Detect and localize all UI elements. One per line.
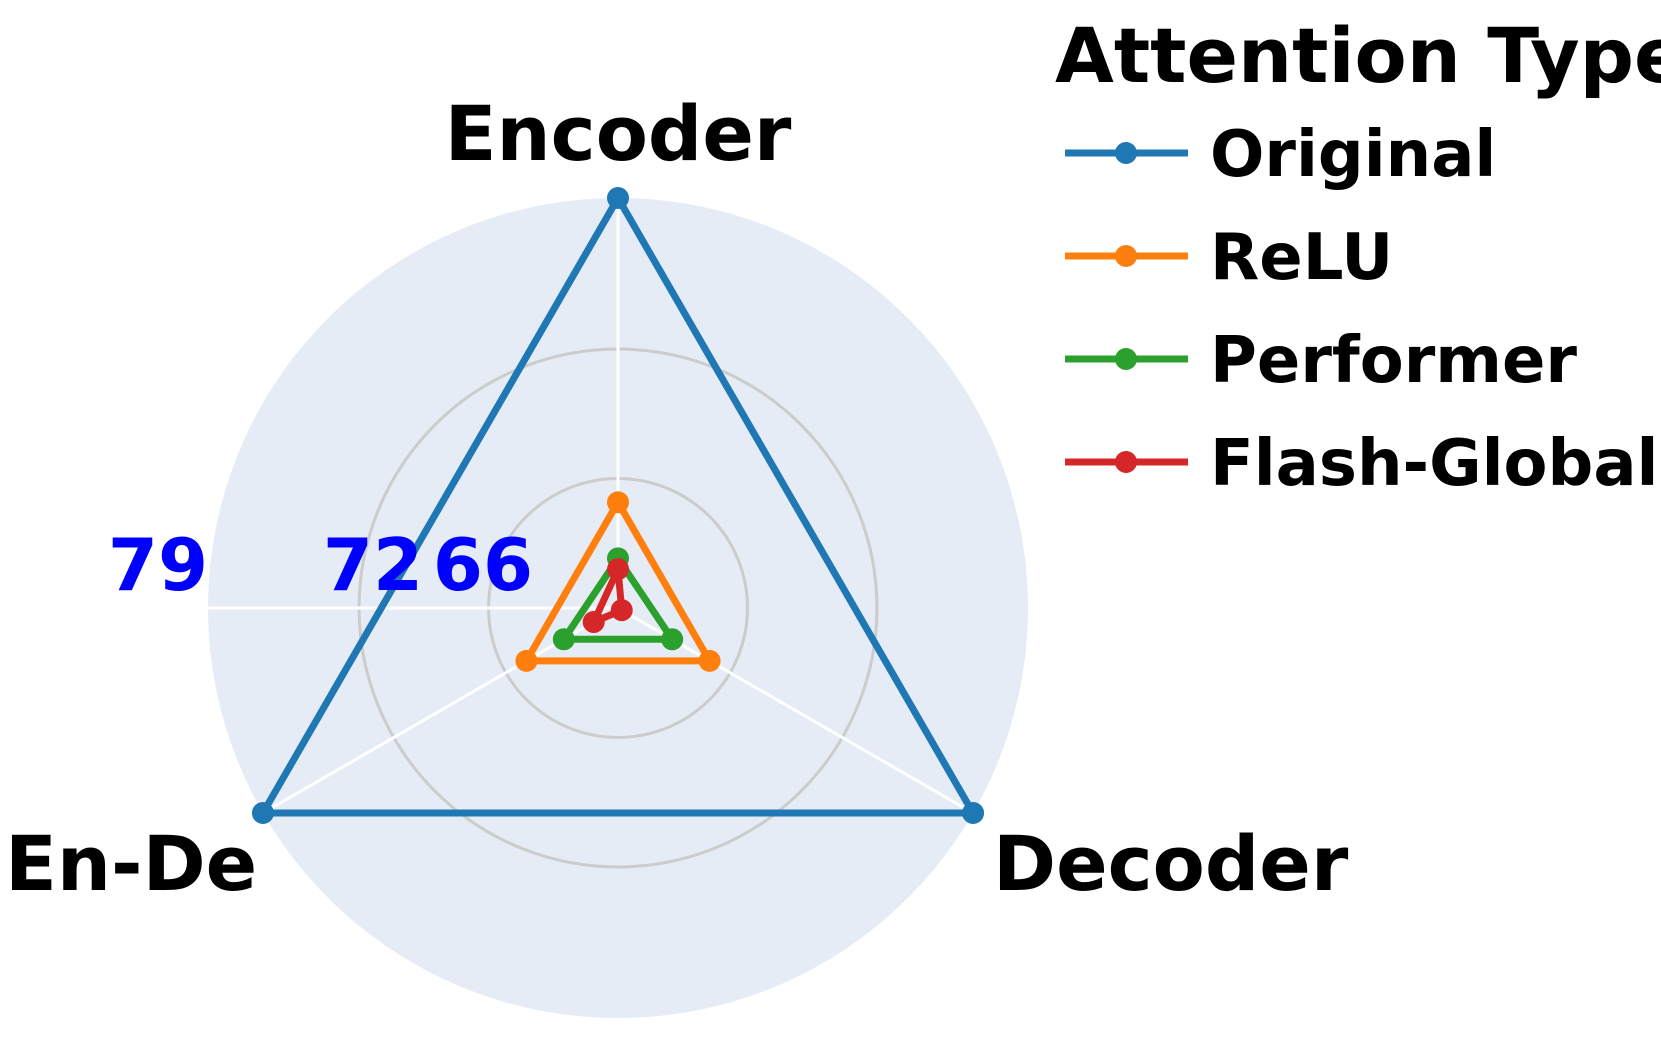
legend-label: Original (1210, 118, 1496, 192)
point-original-decoder (962, 802, 985, 824)
series-line-performer (560, 554, 676, 643)
point-original-en-de (251, 802, 274, 824)
series-line-flash-global (590, 565, 626, 626)
point-performer-en-de (552, 628, 575, 651)
radial-tick-label-66: 66 (433, 523, 533, 607)
point-flash-global-decoder (610, 599, 633, 622)
point-original-encoder (607, 187, 629, 209)
point-flash-global-encoder (607, 558, 629, 581)
legend-swatch-marker (1115, 245, 1137, 267)
legend-label: Performer (1210, 324, 1577, 398)
legend-title: Attention Type: (1055, 11, 1661, 100)
legend-item-flash-global: Flash-Global (1065, 427, 1658, 501)
legend-label: ReLU (1210, 221, 1393, 295)
radial-tick-label-72: 72 (323, 523, 423, 607)
series-relu (515, 491, 721, 672)
point-flash-global-en-de (582, 611, 605, 634)
radial-tick-label-79: 79 (108, 523, 208, 607)
legend-swatch-marker (1115, 348, 1137, 370)
point-relu-decoder (698, 649, 721, 672)
series-original (251, 187, 985, 824)
axis-label-encoder: Encoder (445, 89, 792, 178)
point-relu-encoder (607, 491, 629, 514)
axis-label-decoder: Decoder (993, 819, 1349, 908)
legend-swatch-marker (1115, 451, 1137, 473)
legend-swatch-marker (1115, 142, 1137, 164)
series-layer (251, 187, 985, 824)
legend-label: Flash-Global (1210, 427, 1658, 501)
series-line-relu (522, 498, 714, 665)
legend-item-relu: ReLU (1065, 221, 1393, 295)
axis-label-en-de: En-De (5, 819, 257, 908)
series-flash-global (582, 558, 633, 634)
series-line-original (259, 194, 977, 817)
point-relu-en-de (515, 649, 538, 672)
legend-item-original: Original (1065, 118, 1496, 192)
point-performer-decoder (661, 628, 684, 651)
legend-item-performer: Performer (1065, 324, 1577, 398)
